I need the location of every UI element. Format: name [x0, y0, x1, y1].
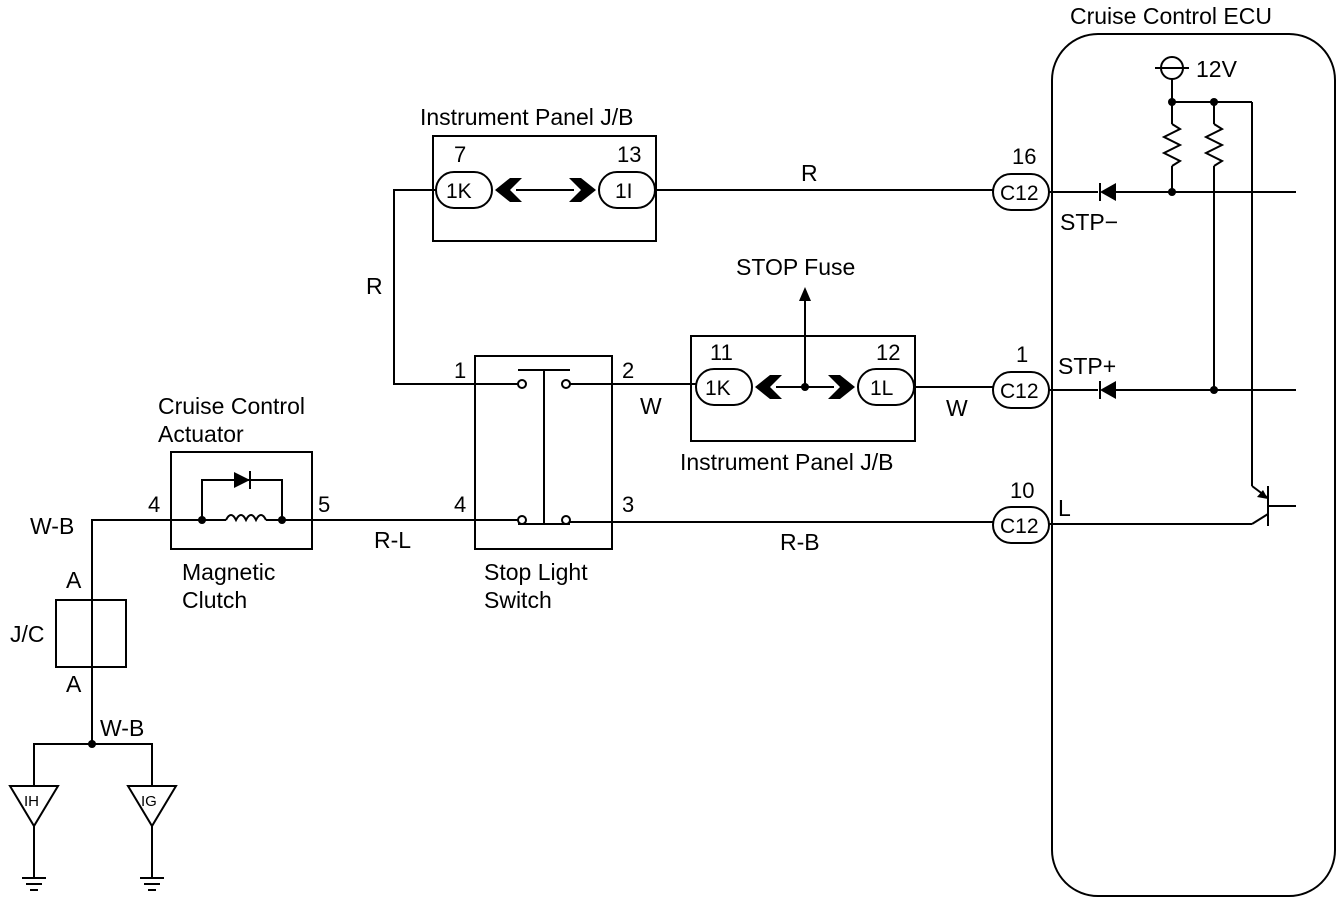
switch-label-1: Stop Light [484, 559, 588, 585]
actuator-sub-1: Magnetic [182, 559, 275, 585]
switch-pin-4: 4 [454, 492, 466, 517]
diode-icon [1099, 183, 1116, 201]
jc-bottom-a: A [66, 671, 82, 697]
connector-10-name: C12 [1000, 515, 1039, 538]
resistor-icon [1161, 102, 1183, 192]
switch-label-2: Switch [484, 587, 552, 613]
ecu-supply-label: 12V [1196, 56, 1238, 82]
connector-10-pin: 10 [1010, 478, 1034, 503]
wire-w-right: W [946, 395, 968, 421]
actuator-title-2: Actuator [158, 421, 244, 447]
jb-top-right-name: 1I [615, 180, 633, 203]
ground-ig-icon [126, 785, 178, 891]
jb-mid-box [690, 335, 916, 442]
connector-16-name: C12 [1000, 182, 1039, 205]
wire-r-left: R [366, 273, 383, 299]
jb-mid-connector-1k [695, 368, 753, 406]
jc-box [55, 599, 127, 668]
jc-top-a: A [66, 567, 82, 593]
connector-1-pin: 1 [1016, 342, 1028, 367]
stop-fuse-label: STOP Fuse [736, 254, 855, 280]
ground-ih-label: IH [24, 793, 39, 810]
connector-chevron-icon [755, 287, 855, 399]
actuator-box [170, 451, 313, 550]
connector-c12-1 [992, 371, 1050, 409]
connector-chevron-icon [495, 178, 596, 202]
wire-rl: R-L [374, 527, 411, 553]
actuator-sub-2: Clutch [182, 587, 247, 613]
transistor-icon [1251, 485, 1296, 526]
jb-mid-title: Instrument Panel J/B [680, 449, 894, 475]
jb-mid-right-name: 1L [870, 377, 893, 400]
jb-top-right-pin: 13 [617, 142, 641, 167]
ground-ig-label: IG [141, 793, 157, 810]
resistor-icon [1203, 102, 1225, 390]
jc-label: J/C [10, 621, 45, 647]
actuator-title-1: Cruise Control [158, 393, 305, 419]
jb-mid-right-pin: 12 [876, 340, 900, 365]
switch-pin-3: 3 [622, 492, 634, 517]
wire-wb-top: W-B [30, 513, 74, 539]
jb-top-title: Instrument Panel J/B [420, 104, 634, 130]
jb-mid-left-name: 1K [705, 377, 731, 400]
jb-mid-left-pin: 11 [710, 340, 733, 365]
connector-1-name: C12 [1000, 380, 1039, 403]
switch-contacts-icon [475, 369, 612, 525]
wire-r-top: R [801, 160, 818, 186]
ecu-title: Cruise Control ECU [1070, 3, 1272, 29]
actuator-pin-4: 4 [148, 492, 160, 517]
ecu-stp-minus: STP− [1060, 209, 1118, 235]
stop-light-switch-box [474, 355, 613, 550]
ecu-box [1051, 33, 1336, 897]
wire-rb: R-B [780, 529, 820, 555]
ecu-stp-plus: STP+ [1058, 353, 1116, 379]
wire-w-left: W [640, 393, 662, 419]
ground-ih-icon [8, 785, 60, 891]
ecu-l-label: L [1058, 495, 1071, 521]
switch-pin-2: 2 [622, 358, 634, 383]
actuator-pin-5: 5 [318, 492, 330, 517]
diode-icon [1099, 381, 1116, 399]
jb-top-left-pin: 7 [454, 142, 466, 167]
magnetic-clutch-coil-icon [171, 471, 312, 524]
connector-16-pin: 16 [1012, 144, 1036, 169]
jb-top-left-name: 1K [446, 180, 472, 203]
jb-top-box [432, 135, 657, 242]
wire-wb-bottom: W-B [100, 715, 144, 741]
switch-pin-1: 1 [454, 358, 466, 383]
supply-12v-icon [1155, 56, 1189, 102]
connector-c12-16 [992, 173, 1050, 211]
connector-c12-10 [992, 506, 1050, 544]
